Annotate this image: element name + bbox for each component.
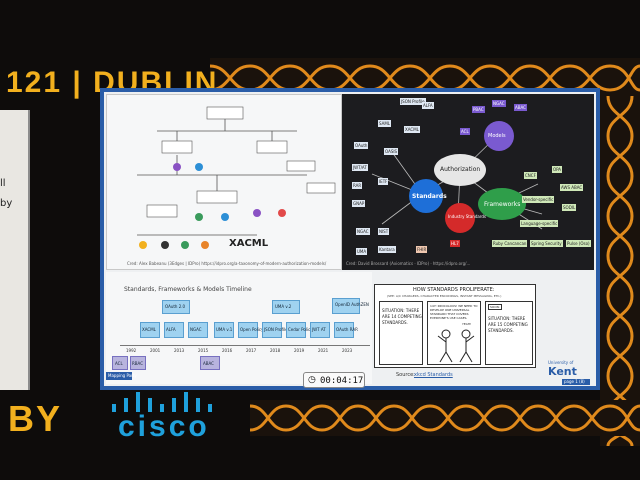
mindmap-node: CNCF	[524, 172, 537, 179]
timeline-box: XACML	[140, 322, 160, 338]
timeline-box: ABAC	[200, 356, 220, 370]
timeline-box: Cedar Policy	[286, 322, 313, 338]
timeline-badge: Mapping Party	[106, 372, 137, 380]
mindmap-node: SAML	[378, 120, 392, 127]
comic-subtitle: (SEE: A/C CHARGERS, CHARACTER ENCODINGS,…	[387, 294, 502, 298]
timeline-year: 2023	[342, 348, 353, 353]
mindmap-node: FHIR	[416, 246, 428, 253]
timeline-box: OAuth RAR	[334, 322, 358, 338]
cisco-logo-text: cisco	[118, 410, 210, 443]
mindmap-node: ALFA	[422, 102, 434, 109]
mindmap-node: Language-specific	[520, 220, 559, 227]
timeline-box: JSON Profile	[262, 322, 288, 338]
comic-panel-3: SOON: SITUATION: THERE ARE 15 COMPETING …	[485, 301, 533, 365]
mindmap-node: Spring Security	[530, 240, 563, 247]
timeline-year: 2021	[318, 348, 329, 353]
mindmap-node: JSON Profile	[400, 98, 426, 105]
comic-panel-2: 14?! RIDICULOUS! WE NEED TO DEVELOP ONE …	[427, 301, 481, 365]
comic-title: HOW STANDARDS PROLIFERATE:	[413, 287, 495, 293]
mindmap-node: RAR	[352, 182, 363, 189]
presentation-timer: ◷ 00:04:17	[303, 372, 365, 388]
university-logo: Kent	[548, 365, 577, 378]
mindmap-center: Authorization	[440, 166, 481, 173]
mindmap-node: XACML	[404, 126, 420, 133]
mindmap-node: ACL	[460, 128, 470, 135]
timeline-box: JWT AT	[310, 322, 330, 338]
mindmap-node: GNAP	[352, 200, 366, 207]
timeline-box: UMA v.1	[214, 322, 234, 338]
mindmap-node: NIST	[378, 228, 390, 235]
timeline-box: ALFA	[164, 322, 184, 338]
mindmap-industry: Industry Standards	[448, 214, 487, 219]
diagram-xacml-label: XACML	[229, 238, 269, 249]
timeline-year: 2013	[174, 348, 185, 353]
timeline-box: UMA v.2	[272, 300, 300, 314]
timeline-year: 2017	[246, 348, 257, 353]
mindmap-frameworks: Frameworks	[484, 201, 521, 208]
mindmap-node: HL7	[450, 240, 460, 247]
mindmap-node: ABAC	[514, 104, 527, 111]
mindmap-node: Vendor-specific	[522, 196, 555, 203]
mindmap-node: OASIS	[384, 148, 399, 155]
diagram-credit: Cred: Alex Babeanu (3Edges | IDPro) http…	[127, 261, 327, 266]
timeline-title: Standards, Frameworks & Models Timeline	[124, 286, 252, 293]
mindmap-node: IETF	[378, 178, 389, 185]
mindmap-node: NGAC	[356, 228, 370, 235]
mindmap-links	[371, 121, 543, 233]
mindmap-node: PBAC	[472, 106, 485, 113]
xkcd-comic: HOW STANDARDS PROLIFERATE: (SEE: A/C CHA…	[374, 284, 536, 368]
timeline-box: RBAC	[130, 356, 146, 370]
by-label: BY	[8, 398, 63, 439]
timeline-box: Open Policy Agent	[238, 322, 277, 338]
slide-content: XACML Cred: Alex Babeanu (3Edges | IDPro…	[104, 92, 596, 386]
mindmap-node: OAuth	[354, 142, 369, 149]
mindmap-node: JWT/AT	[352, 164, 368, 171]
timeline-box: NGAC	[188, 322, 208, 338]
celtic-knot-border-bottom	[250, 400, 640, 436]
timer-value: 00:04:17	[320, 376, 364, 386]
mindmap-models: Models	[488, 133, 506, 139]
mindmap-node: SODIL	[562, 204, 577, 211]
timeline-axis	[120, 345, 370, 346]
source-label: Source:	[396, 372, 415, 378]
timeline-year: 2015	[198, 348, 209, 353]
timeline-box: ACL	[112, 356, 128, 370]
mindmap-node: UMA	[356, 248, 368, 255]
university-prefix: University of	[548, 360, 574, 365]
taxonomy-diagram: XACML Cred: Alex Babeanu (3Edges | IDPro…	[106, 94, 342, 270]
left-slide-fragment: ll by	[0, 110, 30, 390]
taxonomy-tree-lines	[137, 106, 336, 249]
mindmap-standards: Standards	[412, 193, 447, 200]
timeline-panel: Standards, Frameworks & Models Timeline …	[106, 272, 372, 384]
mindmap-node: OPA	[552, 166, 563, 173]
slide-tag: page 1 (8)	[562, 379, 590, 385]
timeline-year: 2018	[270, 348, 281, 353]
timeline-box: OpenID AuthZEN	[332, 298, 369, 314]
timeline-box: OAuth 2.0	[162, 300, 190, 314]
celtic-knot-border-right	[600, 96, 640, 446]
timeline-year: 2001	[150, 348, 161, 353]
timer-icon: ◷	[308, 375, 316, 385]
timeline-year: 2016	[222, 348, 233, 353]
mindmap-node: Kantara	[378, 246, 396, 253]
authorization-mindmap: Authorization Standards Models Framework…	[342, 94, 594, 270]
timeline-year: 1992	[126, 348, 137, 353]
cisco-bars-icon	[112, 392, 212, 412]
stick-figures-icon	[437, 329, 475, 363]
comic-panel-1: SITUATION: THERE ARE 14 COMPETING STANDA…	[379, 301, 423, 365]
timeline-year: 2019	[294, 348, 305, 353]
source-link[interactable]: xkcd Standards	[414, 372, 453, 378]
mindmap-node: Pulse (Oso)	[566, 240, 591, 247]
mindmap-node: NGAC	[492, 100, 506, 107]
mindmap-node: Ruby Cancancan	[492, 240, 528, 247]
mindmap-node: AWS ABAC	[560, 184, 584, 191]
mindmap-credit: Cred: David Brossard (Axiomatics · IDPro…	[346, 261, 471, 266]
